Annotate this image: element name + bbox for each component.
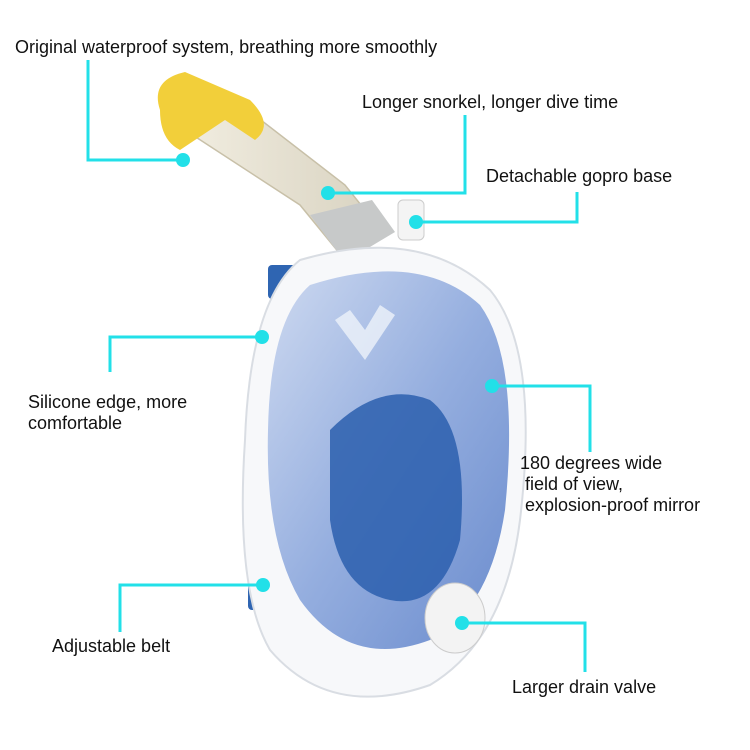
callout-gopro: Detachable gopro base [486, 166, 673, 186]
callout-dot [256, 578, 270, 592]
callout-dot [485, 379, 499, 393]
callout-line-drain [462, 621, 587, 672]
inner-mouthpiece [330, 394, 462, 602]
callout-silicone: Silicone edge, more comfortable [28, 392, 188, 433]
yellow-valve-cap [157, 72, 264, 150]
callout-line-gopro [416, 192, 579, 224]
callout-line-view [492, 384, 592, 452]
callout-dot [455, 616, 469, 630]
callout-dot [321, 186, 335, 200]
callout-dot [176, 153, 190, 167]
callout-line-waterproof [86, 60, 183, 162]
callout-line-silicone [108, 335, 262, 372]
callout-dot [409, 215, 423, 229]
nose-divider [335, 305, 395, 360]
callout-waterproof: Original waterproof system, breathing mo… [15, 37, 438, 57]
callout-dot [255, 330, 269, 344]
callout-belt: Adjustable belt [52, 636, 171, 656]
drain-valve [424, 582, 486, 654]
callout-drain: Larger drain valve [512, 677, 657, 697]
callout-snorkel: Longer snorkel, longer dive time [362, 92, 619, 112]
callout-view: 180 degrees wide field of view, explosio… [520, 453, 701, 515]
callout-line-snorkel [328, 115, 467, 195]
callout-line-belt [118, 583, 263, 632]
